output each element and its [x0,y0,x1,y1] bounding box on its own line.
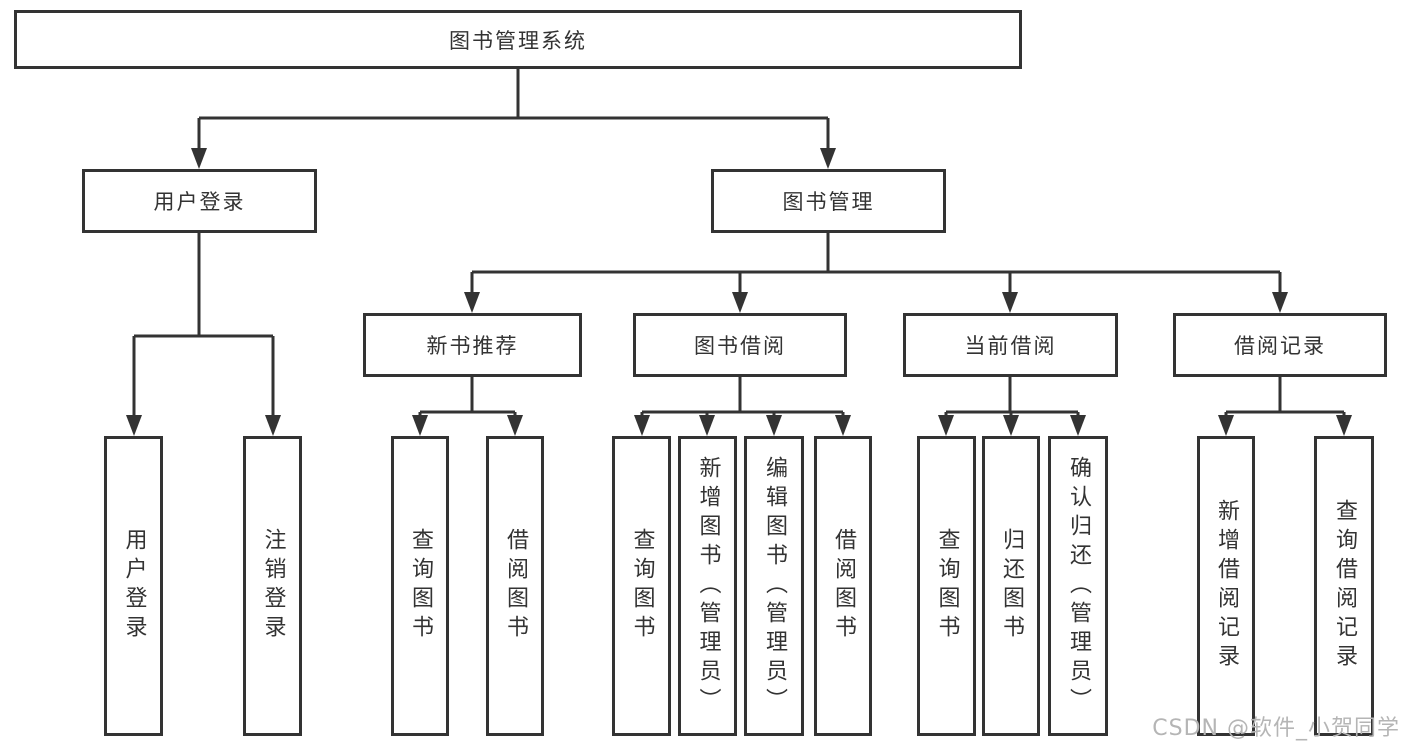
node-borrow-records-label: 借阅记录 [1234,334,1326,358]
node-book-management: 图书管理 [711,169,946,233]
leaf-borrow-books-recommend: 借阅图书 [486,436,544,736]
leaf-query-books-recommend-label: 查询图书 [408,528,433,644]
node-user-login: 用户登录 [82,169,317,233]
node-new-book-recommend: 新书推荐 [363,313,582,377]
leaf-borrow-books-label: 借阅图书 [831,528,856,644]
leaf-edit-book-admin: 编辑图书（管理员） [744,436,804,736]
node-new-book-recommend-label: 新书推荐 [426,334,519,358]
leaf-confirm-return-admin: 确认归还（管理员） [1048,436,1108,736]
node-current-borrow-label: 当前借阅 [964,334,1057,358]
leaf-confirm-return-admin-label: 确认归还（管理员） [1066,455,1091,717]
node-root: 图书管理系统 [14,10,1022,69]
leaf-query-books-recommend: 查询图书 [391,436,449,736]
connector-book-management-to-level3 [470,233,1282,296]
leaf-return-book: 归还图书 [982,436,1040,736]
leaf-logout-label: 注销登录 [260,528,286,644]
node-book-borrow: 图书借阅 [633,313,847,377]
connector-arrowheads [126,148,1352,436]
leaf-add-borrow-record: 新增借阅记录 [1197,436,1255,736]
leaf-add-book-admin-label: 新增图书（管理员） [695,455,721,717]
leaf-query-books-borrow-label: 查询图书 [629,528,655,644]
node-book-management-label: 图书管理 [782,190,875,214]
leaf-borrow-books-recommend-label: 借阅图书 [503,528,528,644]
node-user-login-label: 用户登录 [153,190,246,214]
leaf-query-books-borrow: 查询图书 [612,436,671,736]
connector-root-to-level2 [197,69,830,152]
leaf-add-book-admin: 新增图书（管理员） [678,436,737,736]
leaf-user-login-label: 用户登录 [121,528,147,644]
node-current-borrow: 当前借阅 [903,313,1118,377]
leaf-query-borrow-record: 查询借阅记录 [1314,436,1374,736]
leaf-logout: 注销登录 [243,436,302,736]
watermark: CSDN @软件_小贺同学 [1152,716,1400,741]
node-root-label: 图书管理系统 [449,28,587,53]
leaf-add-borrow-record-label: 新增借阅记录 [1214,499,1239,673]
connector-current-borrow-to-leaves [944,377,1080,421]
connector-paths [132,69,1346,421]
node-book-borrow-label: 图书借阅 [694,334,786,358]
connector-user-login-to-leaves [132,233,275,419]
connector-borrow-records-to-leaves [1224,377,1346,421]
leaf-return-book-label: 归还图书 [999,528,1024,644]
leaf-query-borrow-record-label: 查询借阅记录 [1332,499,1357,673]
leaf-query-books-current: 查询图书 [917,436,976,736]
leaf-borrow-books: 借阅图书 [814,436,872,736]
connector-new-book-recommend-to-leaves [418,377,517,421]
connector-book-borrow-to-leaves [640,377,845,421]
node-borrow-records: 借阅记录 [1173,313,1387,377]
leaf-edit-book-admin-label: 编辑图书（管理员） [762,455,787,717]
leaf-query-books-current-label: 查询图书 [934,528,960,644]
leaf-user-login: 用户登录 [104,436,163,736]
